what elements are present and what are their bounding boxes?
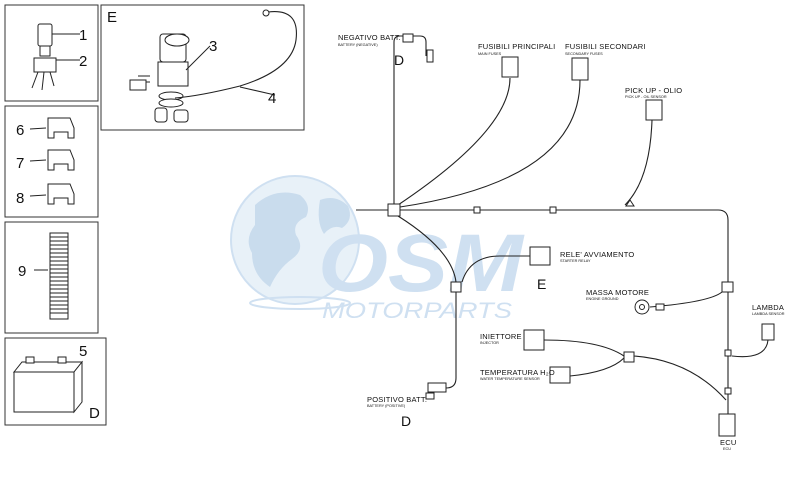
- kit-letter-e: E: [107, 9, 117, 26]
- splice-2: [549, 206, 557, 214]
- label-engine-ground-sub: ENGINE GROUND: [586, 297, 619, 301]
- watermark-tagline: MOTORPARTS: [322, 298, 512, 323]
- splice-1: [473, 206, 481, 214]
- label-pos-batt-sub: BATTERY (POSITIVE): [367, 404, 406, 408]
- panel-ignition-switch: E 3 4: [100, 4, 305, 131]
- injector-junction: [623, 351, 635, 363]
- label-injector: INIETTORE: [480, 332, 522, 341]
- panel-key: 1 2: [4, 4, 99, 102]
- neg-batt-terminal: [402, 33, 414, 43]
- label-lambda-sub: LAMBDA SENSOR: [752, 312, 785, 316]
- main-fuse-box: [501, 56, 519, 78]
- right-junction: [721, 281, 734, 293]
- callout-2: 2: [79, 53, 87, 70]
- label-main-fuses-sub: MAIN FUSES: [478, 52, 502, 56]
- ignition-switch-icon: [129, 33, 190, 123]
- main-junction: [387, 203, 401, 217]
- ecu-splice-1: [724, 349, 732, 357]
- connector-strip-icon: [49, 232, 69, 320]
- label-pickup-sub: PICK UP - OIL SENSOR: [625, 95, 667, 99]
- label-lambda: LAMBDA: [752, 303, 784, 312]
- callout-1: 1: [79, 27, 87, 44]
- fuse-icon: [47, 183, 75, 205]
- watermark-logo: OSM: [318, 218, 525, 309]
- label-relay-sub: STARTER RELAY: [560, 259, 591, 263]
- starter-relay: [529, 246, 551, 266]
- label-neg-batt-sub: BATTERY (NEGATIVE): [338, 43, 378, 47]
- label-ecu-sub: ECU: [723, 447, 731, 451]
- fuse-icon: [47, 149, 75, 171]
- kit-letter-d-pos: D: [401, 413, 411, 429]
- label-injector-sub: INJECTOR: [480, 341, 499, 345]
- relay-junction: [450, 281, 462, 293]
- label-engine-ground: MASSA MOTORE: [586, 288, 649, 297]
- harness-connectors: [387, 33, 775, 437]
- label-pickup: PICK UP - OLIO: [625, 86, 682, 95]
- ground-cable-icon: [174, 9, 297, 99]
- battery-icon: [12, 356, 84, 414]
- engine-ground-lug: [634, 299, 665, 315]
- panel-strip: 9: [4, 221, 99, 334]
- callout-4: 4: [268, 90, 276, 107]
- label-water-temp-sub: WATER TEMPERATURE SENSOR: [480, 377, 540, 381]
- label-relay: RELE' AVVIAMENTO: [560, 250, 634, 259]
- label-main-fuses: FUSIBILI PRINCIPALI: [478, 42, 555, 51]
- pickup-sensor: [645, 99, 663, 121]
- secondary-fuse-box: [571, 57, 589, 81]
- pos-batt-connector: [427, 382, 447, 393]
- label-sec-fuses-sub: SECONDARY FUSES: [565, 52, 603, 56]
- callout-8: 8: [16, 190, 24, 207]
- lambda-sensor: [761, 323, 775, 341]
- fuse-icon: [47, 117, 75, 139]
- label-water-temp: TEMPERATURA H₂O: [480, 368, 555, 377]
- kit-letter-e-relay: E: [537, 276, 546, 292]
- ecu-connector: [718, 413, 736, 437]
- callout-9: 9: [18, 263, 26, 280]
- callout-3: 3: [209, 38, 217, 55]
- ecu-splice-2: [724, 387, 732, 395]
- label-ecu: ECU: [720, 438, 736, 447]
- osm-watermark: OSM MOTORPARTS: [230, 175, 525, 323]
- panel-battery: 5 D: [4, 337, 107, 426]
- pos-batt-terminal: [425, 392, 435, 400]
- kit-letter-d-neg: D: [394, 52, 404, 68]
- ignition-key-icon: [31, 23, 57, 91]
- label-neg-batt: NEGATIVO BATT.: [338, 33, 401, 42]
- harness-labels: NEGATIVO BATT. BATTERY (NEGATIVE) D FUSI…: [338, 33, 785, 451]
- label-pos-batt: POSITIVO BATT.: [367, 395, 427, 404]
- neg-batt-connector: [426, 49, 434, 63]
- label-sec-fuses: FUSIBILI SECONDARI: [565, 42, 646, 51]
- globe-icon: [230, 175, 360, 310]
- callout-6: 6: [16, 122, 24, 139]
- kit-letter-d: D: [89, 405, 100, 422]
- callout-5: 5: [79, 343, 87, 360]
- injector-connector: [523, 329, 545, 351]
- callout-7: 7: [16, 155, 24, 172]
- panel-fuses: 6 7 8: [4, 105, 99, 218]
- water-temp-connector: [549, 366, 571, 384]
- splice-3: [625, 199, 635, 207]
